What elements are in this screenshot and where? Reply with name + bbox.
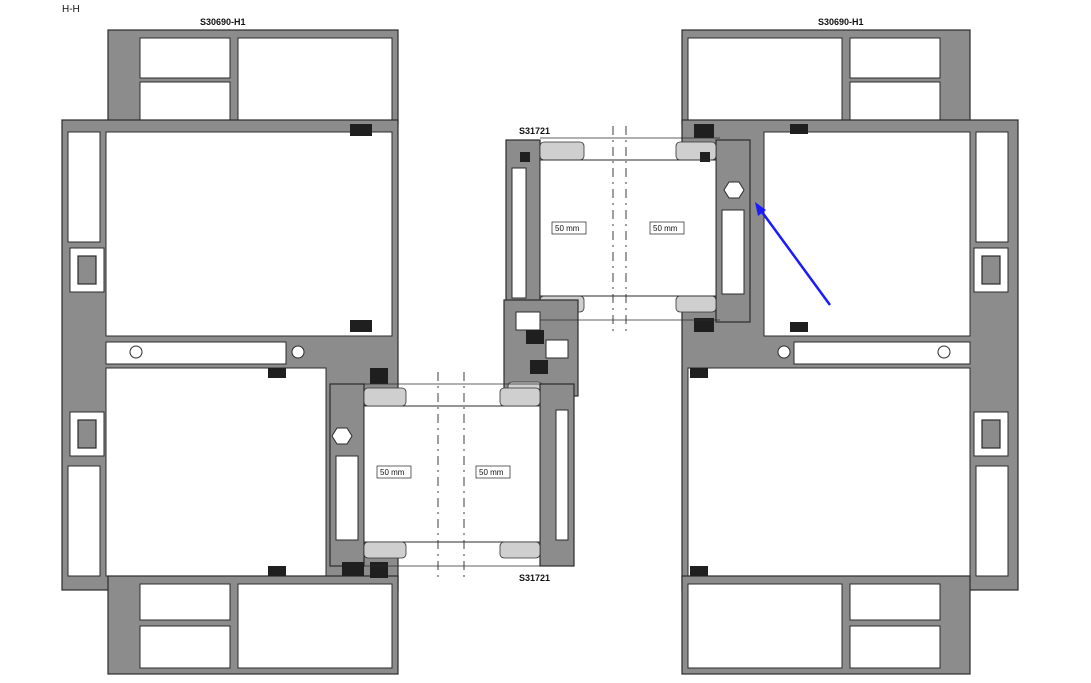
left-frame-profile (61, 29, 399, 675)
profile-label-top-left: S30690-H1 (200, 17, 246, 27)
right-frame-profile (681, 29, 1019, 675)
lower-sash-profile (329, 383, 575, 578)
profile-label-sash-bottom: S31721 (519, 573, 550, 583)
upper-sash-profile (505, 139, 751, 341)
pointer-arrow (755, 202, 832, 306)
break-lines (364, 126, 720, 580)
section-label: H-H (62, 4, 80, 15)
glass-dim-upper-left: 50 mm (555, 224, 580, 233)
glass-dim-lower-right: 50 mm (479, 468, 504, 477)
glass-dim-upper-right: 50 mm (653, 224, 678, 233)
center-interlock (503, 299, 579, 397)
profile-label-top-right: S30690-H1 (818, 17, 864, 27)
glass-dim-lower-left: 50 mm (380, 468, 405, 477)
profile-label-sash-top: S31721 (519, 126, 550, 136)
